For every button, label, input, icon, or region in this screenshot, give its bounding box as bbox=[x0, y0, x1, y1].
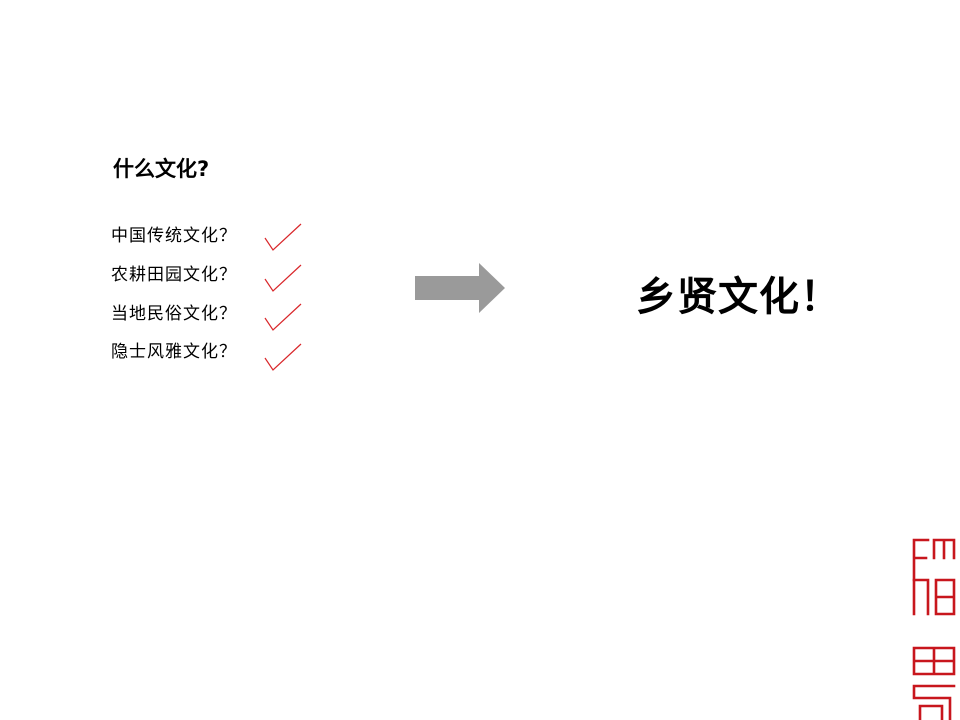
list-item: 中国传统文化？ bbox=[111, 223, 302, 251]
question-label: 隐士风雅文化？ bbox=[111, 342, 237, 362]
question-label: 农耕田园文化？ bbox=[111, 265, 237, 285]
checkmark-icon bbox=[264, 343, 302, 371]
list-item: 隐士风雅文化？ bbox=[111, 340, 302, 371]
slide-title: 什么文化? bbox=[113, 157, 210, 181]
checkmark-icon bbox=[264, 303, 302, 331]
checkmark-icon bbox=[264, 264, 302, 292]
right-arrow-icon bbox=[415, 263, 505, 313]
list-item: 农耕田园文化？ bbox=[111, 263, 302, 292]
question-label: 中国传统文化？ bbox=[111, 226, 237, 246]
list-item: 当地民俗文化？ bbox=[111, 302, 302, 331]
red-seal-logo-icon bbox=[912, 538, 956, 720]
checkmark-icon bbox=[264, 223, 302, 251]
question-label: 当地民俗文化？ bbox=[111, 304, 237, 324]
conclusion-text: 乡贤文化！ bbox=[636, 274, 841, 320]
